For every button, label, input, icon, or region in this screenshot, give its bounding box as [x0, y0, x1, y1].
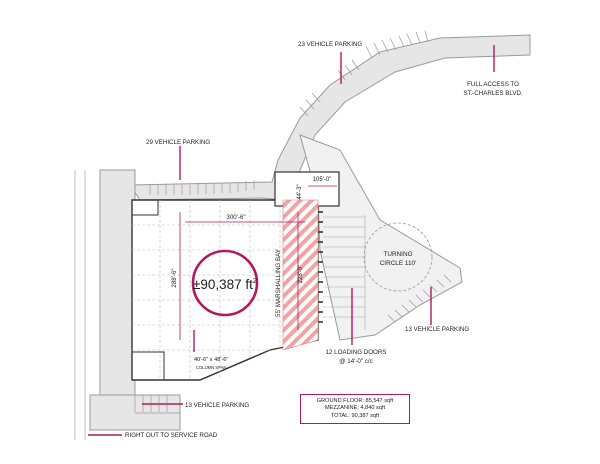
label-area: ±90,387 ft2 [193, 276, 257, 292]
loading-doors [318, 211, 323, 323]
label-parking-left: 29 VEHICLE PARKING [146, 139, 210, 146]
label-column-span: 40'-6" x 48'-6" [194, 357, 228, 363]
label-dim-288: 288'-6" [171, 268, 178, 287]
office-room-bottom [131, 351, 165, 381]
label-access-line2: ST.-CHARLES BLVD. [463, 90, 523, 97]
label-area-superscript: 2 [253, 276, 257, 285]
label-parking-right: 13 VEHICLE PARKING [405, 326, 469, 333]
marshalling-bay [282, 199, 319, 351]
truck-court-stalls [323, 215, 366, 330]
label-marshalling: 55' MARSHALLING BAY [275, 249, 282, 317]
parking-stalls-left [149, 180, 255, 195]
parking-stalls-east [387, 274, 452, 323]
label-dim-228: 228'-9" [298, 265, 304, 284]
label-dim-44: 44'-3" [297, 184, 303, 199]
label-column-span-sub: COLUMN SPAN [196, 365, 226, 370]
access-road [89, 34, 531, 431]
label-turning-line2: CIRCLE 110' [380, 260, 417, 267]
label-dim-105: 105'-0" [313, 177, 332, 183]
label-loading-line2: @ 14'-0" c/c [339, 358, 372, 365]
label-parking-top: 23 VEHICLE PARKING [298, 41, 362, 48]
road-edge-left [74, 170, 86, 440]
area-legend: GROUND FLOOR: 85,547 sqft MEZZANINE: 4,8… [300, 394, 410, 424]
leader-lines [88, 45, 495, 436]
office-room-top [131, 199, 159, 216]
label-dim-300: 300'-6" [226, 214, 245, 221]
dimension-lines [179, 185, 337, 340]
turning-circle [363, 222, 433, 292]
label-loading-line1: 12 LOADING DOORS [326, 349, 387, 356]
label-area-value: ±90,387 ft [193, 277, 253, 292]
legend-ground-floor: GROUND FLOOR: 85,547 sqft [316, 397, 394, 404]
label-turning-line1: TURNING [383, 251, 412, 258]
area-circle [191, 249, 259, 317]
label-parking-bottom: 13 VEHICLE PARKING [185, 402, 249, 409]
legend-total: TOTAL: 90,387 sqft [330, 412, 380, 419]
label-service-road: RIGHT OUT TO SERVICE ROAD [125, 432, 218, 439]
label-access-line1: FULL ACCESS TO [467, 81, 519, 88]
legend-mezzanine: MEZZANINE: 4,840 sqft [325, 405, 385, 412]
